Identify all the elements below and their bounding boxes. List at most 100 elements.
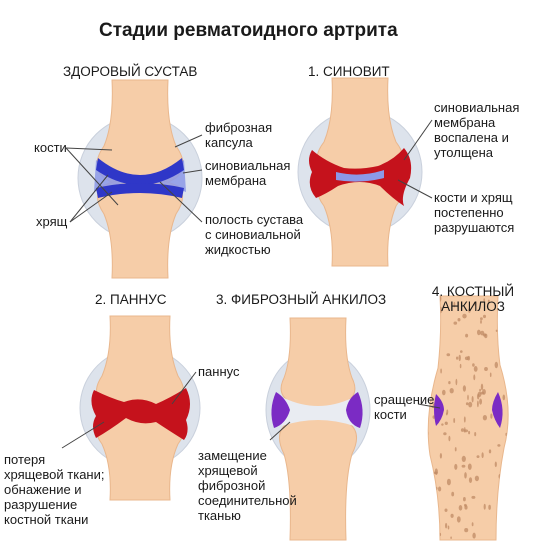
- pointer-bones-upper: [65, 147, 113, 151]
- label-line: синовиальная: [434, 100, 520, 115]
- bone-texture-dot: [465, 333, 469, 338]
- bone-texture-dot: [440, 368, 442, 374]
- pointer-bones-lower: [65, 147, 119, 206]
- bone-texture-dot: [499, 524, 503, 530]
- fusion-right: [492, 392, 503, 428]
- bone-texture-dot: [448, 435, 451, 442]
- bone-texture-dot: [460, 428, 465, 432]
- bone-texture-dot: [472, 532, 476, 539]
- label-line: утолщена: [434, 145, 494, 160]
- heading-bony-ankylosis: 4. КОСТНЫЙ АНКИЛОЗ: [418, 284, 528, 314]
- bone-texture-dot: [462, 313, 467, 319]
- bone-texture-dot: [474, 432, 477, 437]
- bone-texture-dot: [483, 298, 486, 302]
- bone-texture-dot: [490, 413, 493, 419]
- pointer-replacement: [269, 421, 291, 441]
- bone-texture-dot: [468, 477, 473, 483]
- label-pannus: паннус: [198, 364, 240, 379]
- bone-texture-dot: [494, 361, 498, 369]
- bone-texture-dot: [449, 388, 454, 394]
- label-line: с синовиальной: [205, 227, 301, 242]
- label-fusion: сращение кости: [374, 392, 434, 422]
- bone-texture-dot: [502, 394, 506, 401]
- bone-texture-dot: [450, 513, 454, 518]
- bone-texture-dot: [511, 442, 514, 446]
- bone-texture-dot: [474, 475, 479, 482]
- bone-texture-dot: [430, 508, 432, 511]
- bone-texture-dot: [436, 335, 439, 341]
- bone-texture-dot: [480, 317, 483, 321]
- bone-texture-dot: [450, 536, 452, 539]
- bone-texture-dot: [434, 468, 438, 476]
- label-destroyed: кости и хрящ постепенно разрушаются: [434, 190, 514, 235]
- label-line: полость сустава: [205, 212, 304, 227]
- pointer-membrane: [182, 169, 203, 174]
- bone-texture-dot: [446, 353, 451, 357]
- bone-texture-dot: [430, 330, 433, 335]
- pointer-cartilage-2: [69, 191, 113, 223]
- label-line: разрушаются: [434, 220, 515, 235]
- label-line: соединительной: [198, 493, 297, 508]
- bone-texture-dot: [447, 525, 450, 530]
- bone-texture-dot: [463, 416, 466, 423]
- label-line: воспалена и: [434, 130, 509, 145]
- upper-bone: [280, 317, 356, 409]
- label-line: тканью: [198, 508, 241, 523]
- bone-texture-dot: [462, 385, 466, 392]
- heading-fibrous-ankylosis: 3. ФИБРОЗНЫЙ АНКИЛОЗ: [216, 292, 387, 307]
- bone-texture-dot: [511, 488, 515, 491]
- bone-texture-dot: [509, 368, 513, 373]
- bone-texture-dot: [428, 485, 431, 489]
- heading-line: 4. КОСТНЫЙ: [431, 284, 515, 299]
- label-line: хрящевой: [198, 463, 258, 478]
- bone-texture-dot: [480, 320, 482, 324]
- healthy-joint: [77, 79, 203, 279]
- label-line: разрушение: [4, 497, 78, 512]
- bone-texture-dot: [468, 308, 471, 313]
- bone-texture-dot: [484, 367, 488, 371]
- heading-healthy: ЗДОРОВЫЙ СУСТАВ: [63, 64, 198, 79]
- bone-texture-dot: [428, 383, 431, 391]
- bone-texture-dot: [473, 301, 477, 306]
- bone-texture-dot: [488, 449, 492, 454]
- fibrous-left: [271, 392, 290, 428]
- bone-texture-dot: [482, 415, 487, 421]
- bone-texture-dot: [429, 334, 432, 340]
- bone-texture-dot: [456, 516, 461, 523]
- label-membrane: синовиальная мембрана: [205, 158, 290, 188]
- bone-texture-dot: [454, 463, 458, 470]
- bone-texture-dot: [512, 419, 514, 423]
- bone-texture-dot: [451, 491, 455, 497]
- pannus-tissue: [91, 388, 190, 440]
- heading-pannus: 2. ПАННУС: [95, 292, 167, 307]
- bone-texture-dot: [513, 533, 515, 536]
- bone-texture-dot: [467, 463, 472, 470]
- bone-texture-dot: [460, 350, 463, 353]
- bone-texture-dot: [499, 338, 502, 343]
- bone-texture-dot: [433, 486, 438, 491]
- bone-texture-dot: [461, 455, 466, 462]
- bone-texture-dot: [428, 379, 431, 386]
- bone-texture-dot: [497, 444, 501, 447]
- label-line: кости: [374, 407, 407, 422]
- bone-texture-dot: [453, 418, 456, 423]
- label-line: синовиальная: [205, 158, 291, 173]
- bone-texture-dot: [480, 383, 484, 391]
- bone-texture-dot: [487, 299, 490, 304]
- bone-texture-dot: [443, 432, 447, 436]
- bone-texture-dot: [439, 453, 442, 459]
- label-line: кости и хрящ: [434, 190, 513, 205]
- label-line: фиброзной: [198, 478, 266, 493]
- bone-texture-dot: [471, 396, 474, 403]
- bone-texture-dot: [479, 388, 481, 392]
- bone-texture-dot: [481, 452, 484, 459]
- bone-texture-dot: [442, 389, 446, 396]
- bone-texture-dot: [459, 363, 462, 369]
- label-cartilage-loss: потеря хрящевой ткани; обнажение и разру…: [4, 452, 104, 527]
- pointer-capsule: [174, 134, 203, 148]
- bone-texture-dot: [495, 329, 498, 332]
- bone-texture-dot: [468, 401, 473, 408]
- bone-texture-dot: [464, 528, 469, 533]
